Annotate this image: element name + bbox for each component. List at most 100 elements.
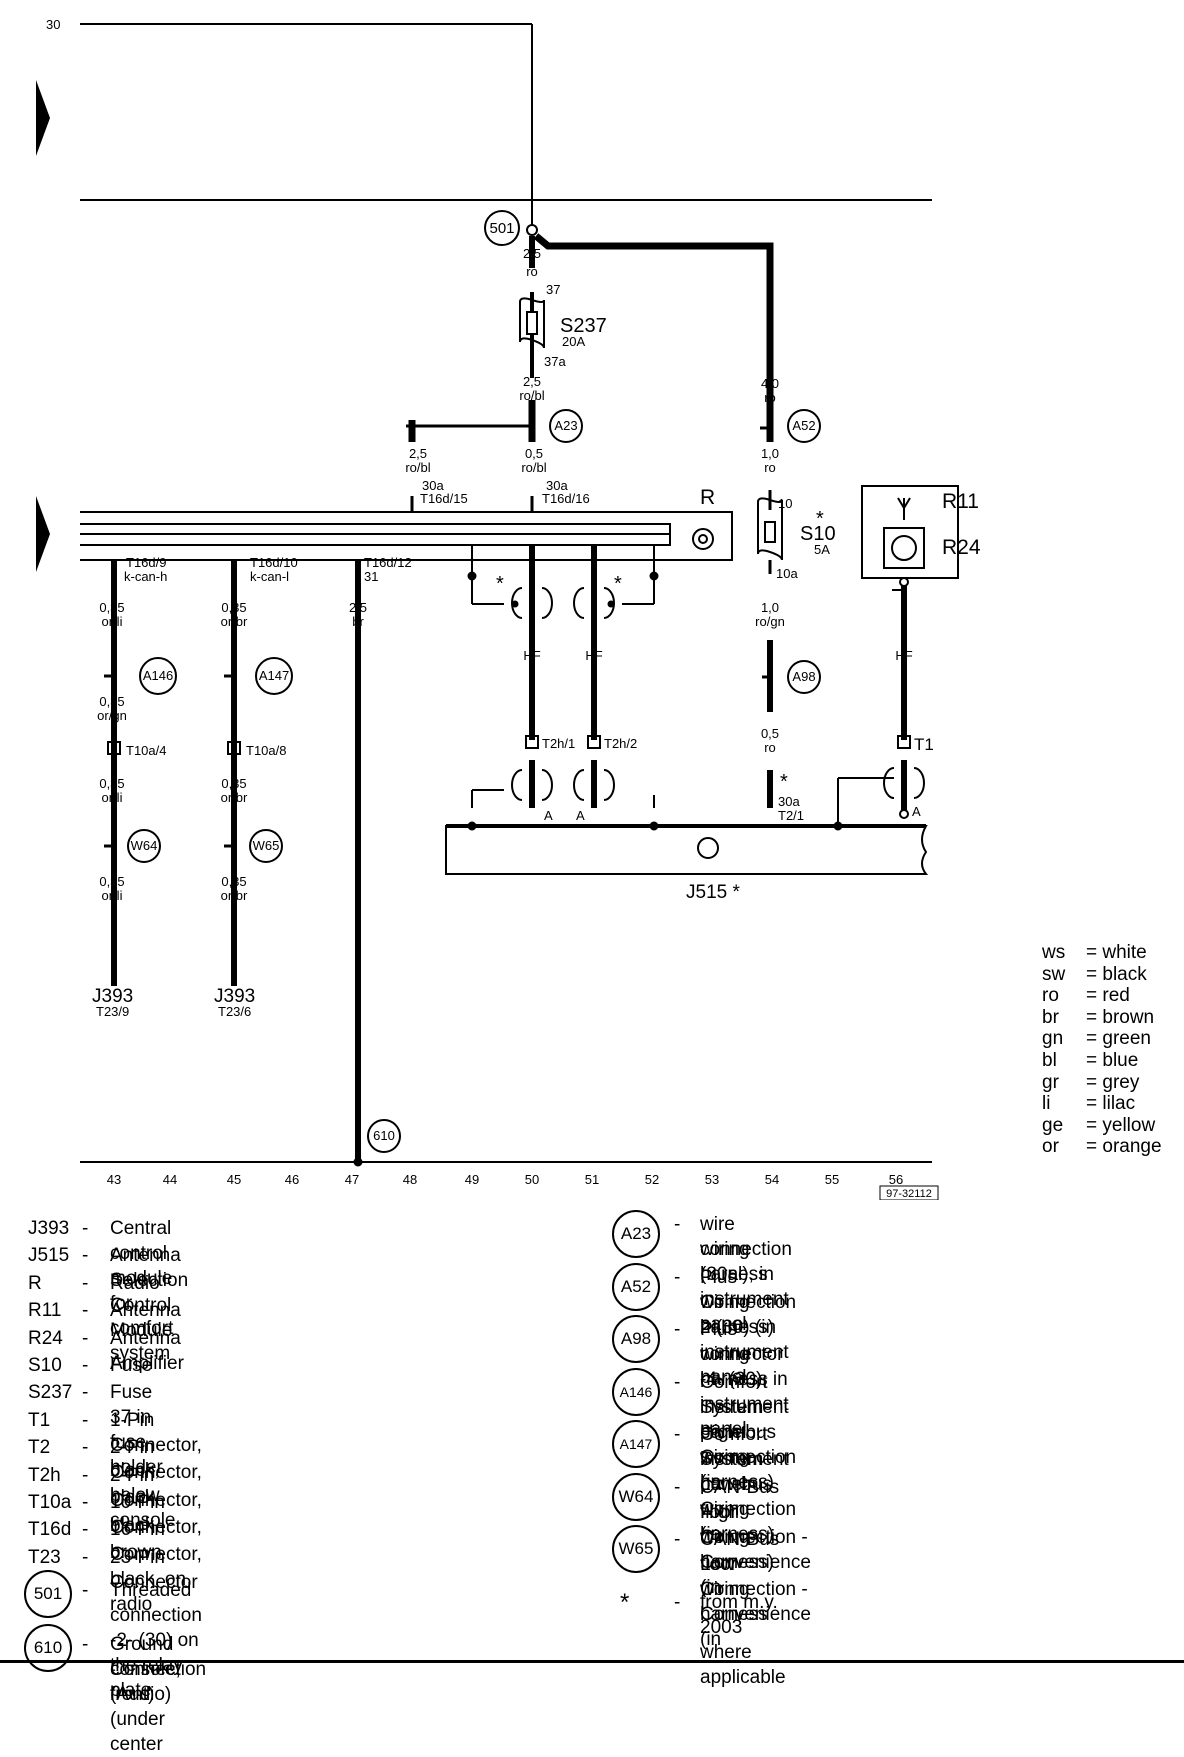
legend-desc: Comfort System Low-bus Connection (in — [700, 1424, 797, 1545]
pin-a: A — [912, 804, 921, 819]
legend-desc: wire connection (30al), in instrument pa… — [700, 1214, 792, 1335]
legend-desc: 2-Pin Connector, black — [110, 1437, 202, 1509]
legend-desc: 23-Pin Connector — [110, 1546, 198, 1593]
legend-code: T16d — [28, 1519, 72, 1541]
axis-number: 55 — [825, 1172, 839, 1187]
a146-label: A146 — [143, 668, 173, 683]
a52-label: A52 — [792, 418, 815, 433]
a98-label: A98 — [792, 669, 815, 684]
color-legend-item: bl= blue — [1042, 1050, 1162, 1072]
color-legend-item: gr= grey — [1042, 1072, 1162, 1094]
legend-code: T23 — [28, 1546, 61, 1568]
color-code: sw — [1042, 963, 1066, 985]
bottom-rule — [0, 1660, 1184, 1663]
wire-size: 0,5 — [761, 726, 779, 741]
wire-color: or/br — [221, 790, 248, 805]
wire-color: ro/bl — [519, 388, 544, 403]
hf-label: HF — [523, 648, 540, 663]
legend-desc: wiring harness — [700, 1344, 768, 1390]
connection-circle: A146 — [612, 1367, 660, 1416]
color-name: = brown — [1086, 1006, 1155, 1028]
wire-size: 0,35 — [99, 776, 124, 791]
w65-label: W65 — [253, 838, 280, 853]
legend-desc: 10-Pin Connector, brown — [110, 1492, 202, 1563]
axis-number: 49 — [465, 1172, 479, 1187]
legend-desc: Antenna Amplifier — [110, 1327, 184, 1374]
axis-number: 51 — [585, 1172, 599, 1187]
legend-desc: Central control module for comfort syste… — [110, 1218, 174, 1364]
pin-kcanh: k-can-h — [124, 569, 167, 584]
figure-id: 97-32112 — [886, 1188, 932, 1200]
connection-circle: A23 — [612, 1210, 660, 1258]
connection-circle: A98 — [612, 1315, 660, 1363]
j393-label: J393 — [92, 986, 133, 1007]
legend-dash: - — [674, 1319, 681, 1340]
shield-star: * — [614, 573, 622, 595]
color-code: gn — [1042, 1028, 1064, 1050]
legend-dash: - — [674, 1371, 681, 1393]
color-name: = orange — [1086, 1136, 1162, 1158]
pin-t1: T1 — [914, 735, 934, 754]
legend-desc: CAN-Bus Low Connection - Convenience (in — [700, 1529, 811, 1650]
wire-size: 2,5 — [523, 374, 541, 389]
color-name: = blue — [1086, 1049, 1139, 1071]
j515-label: J515 * — [686, 882, 740, 903]
legend-desc: CAN-Bus High Connection - Convenience (i… — [700, 1476, 811, 1598]
wire-size: 0,5 — [525, 446, 543, 461]
axis-number: 46 — [285, 1172, 299, 1187]
legend-desc: Fuse — [110, 1355, 153, 1376]
legend-desc: wiring harness — [700, 1239, 768, 1285]
legend-code: S10 — [28, 1355, 62, 1376]
color-name: = black — [1086, 963, 1147, 985]
axis-number: 52 — [645, 1172, 659, 1187]
legend-desc: instrument panel wiring harness) — [700, 1396, 789, 1493]
legend-dash: - — [82, 1634, 89, 1655]
legend-code: S237 — [28, 1382, 73, 1404]
wire-color: or/li — [102, 888, 123, 903]
legend-dash: - — [674, 1476, 681, 1498]
connection-circle: A52 — [612, 1262, 660, 1311]
color-legend-item: ro= red — [1042, 985, 1162, 1007]
legend-desc: Comfort System High-bus Connection (in — [700, 1371, 797, 1493]
axis-number: 44 — [163, 1172, 177, 1187]
wire-color: ro/bl — [405, 460, 430, 475]
fuse-pin-in: 10 — [778, 496, 792, 511]
w64-label: W64 — [131, 838, 158, 853]
legend-code: * — [620, 1589, 630, 1616]
color-code: ro — [1042, 985, 1059, 1007]
axis-number: 56 — [889, 1172, 903, 1187]
wire-size: 1,0 — [761, 600, 779, 615]
color-name: = white — [1086, 942, 1147, 963]
legend-desc: instrument panel wiring harness) — [700, 1449, 789, 1545]
pin-kcanl: k-can-l — [250, 569, 289, 584]
legend-desc: Radio — [110, 1272, 160, 1294]
legend-dash: - — [82, 1218, 89, 1239]
color-legend-item: ws= white — [1042, 942, 1162, 964]
amplifier-label: R24 — [942, 536, 981, 559]
wire-size: 0,35 — [221, 776, 246, 791]
connection-circle: A147 — [612, 1420, 660, 1468]
connection-circle: W65 — [612, 1525, 660, 1573]
pin-t16d16: T16d/16 — [542, 491, 590, 506]
fuse-pin-out: 37a — [544, 354, 566, 369]
color-code: ge — [1042, 1114, 1064, 1136]
shield-star: * — [496, 573, 504, 595]
axis-number: 53 — [705, 1172, 719, 1187]
pin-t21: T2/1 — [778, 808, 804, 823]
wire-color: or/br — [221, 888, 248, 903]
j393-pin: T23/6 — [218, 1004, 251, 1019]
legend-dash: - — [82, 1272, 89, 1294]
color-name: = grey — [1086, 1071, 1140, 1093]
wiring-diagram: 30 501 2,5 ro 37 S237 20A 37a 2,5 ro/bl … — [36, 17, 981, 1200]
wire-size: 2,5 — [523, 246, 541, 261]
color-code: or — [1042, 1136, 1059, 1158]
wire-color: ro/gn — [755, 614, 785, 629]
j393-label: J393 — [214, 986, 255, 1007]
color-legend-item: li= lilac — [1042, 1093, 1162, 1115]
wire-color: ro — [764, 460, 776, 475]
legend-desc: floor wiring harness) — [700, 1501, 774, 1573]
axis-number: 50 — [525, 1172, 539, 1187]
legend-dash: - — [82, 1327, 89, 1349]
pin-t16d12: T16d/12 — [364, 555, 412, 570]
